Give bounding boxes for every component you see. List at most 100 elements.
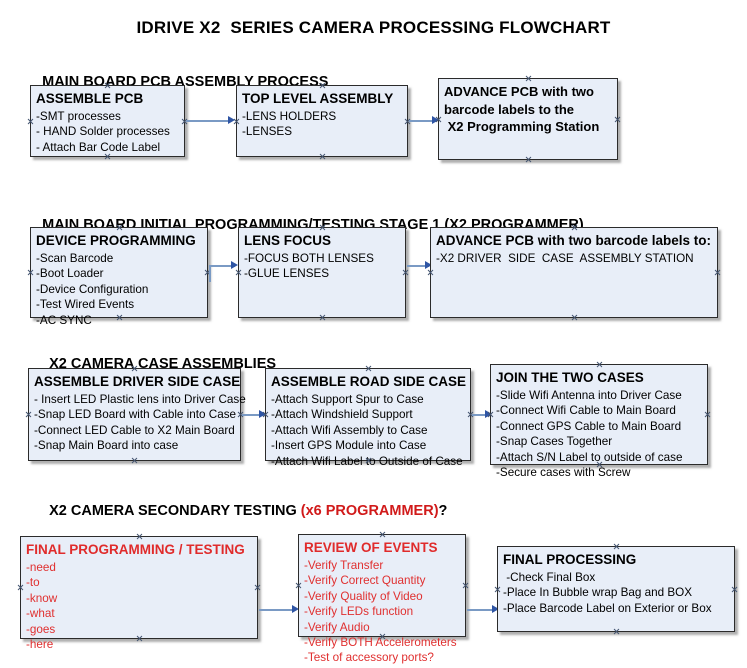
node-body: ADVANCE PCB with two barcode labels to: … <box>431 228 717 268</box>
node-assemble-pcb[interactable]: ASSEMBLE PCB -SMT processes - HAND Solde… <box>30 85 185 157</box>
node-line: -Verify Quality of Video <box>304 589 423 603</box>
node-assemble-driver-side-case[interactable]: ASSEMBLE DRIVER SIDE CASE - Insert LED P… <box>28 368 246 464</box>
connector-2a <box>209 265 235 267</box>
node-body: DEVICE PROGRAMMING -Scan Barcode -Boot L… <box>31 228 207 330</box>
node-line: -to <box>26 576 40 590</box>
node-line: -Boot Loader <box>36 267 104 281</box>
node-line: -Snap LED Board with Cable into Case <box>34 408 237 422</box>
page-title: IDRIVE X2 SERIES CAMERA PROCESSING FLOWC… <box>136 18 611 37</box>
node-assemble-road-side-case[interactable]: ASSEMBLE ROAD SIDE CASE -Attach Support … <box>265 368 471 468</box>
node-final-processing[interactable]: FINAL PROCESSING -Check Final Box -Place… <box>497 546 735 632</box>
node-review-of-events[interactable]: REVIEW OF EVENTS -Verify Transfer -Verif… <box>298 534 466 664</box>
node-title: ASSEMBLE DRIVER SIDE CASE <box>34 374 241 389</box>
node-line: -Verify Transfer <box>304 558 384 572</box>
connector-1a <box>186 120 231 122</box>
arrowhead-4a <box>292 605 299 613</box>
node-line: X2 Programming Station <box>444 119 600 135</box>
connector-2b <box>407 265 429 267</box>
section-heading-4-text: X2 CAMERA SECONDARY TESTING <box>49 503 301 519</box>
node-line: -Attach Support Spur to Case <box>271 392 424 406</box>
node-line: -Verify LEDs function <box>304 605 414 619</box>
node-body: TOP LEVEL ASSEMBLY -LENS HOLDERS -LENSES <box>237 86 407 142</box>
arrowhead-4b <box>492 605 499 613</box>
node-final-programming-testing[interactable]: FINAL PROGRAMMING / TESTING -need -to -k… <box>20 536 258 651</box>
node-advance-pcb-2[interactable]: ADVANCE PCB with two barcode labels to: … <box>430 227 718 318</box>
node-line: -Connect LED Cable to X2 Main Board <box>34 423 235 437</box>
arrowhead-3a <box>259 410 266 418</box>
node-line: barcode labels to the <box>444 102 575 118</box>
node-line: -Snap Cases Together <box>496 435 613 449</box>
node-title: LENS FOCUS <box>244 233 332 248</box>
node-line: -SMT processes <box>36 109 121 123</box>
node-title: REVIEW OF EVENTS <box>304 540 438 555</box>
connection-handle-right[interactable] <box>714 269 721 276</box>
node-line: -here <box>26 638 54 651</box>
node-body: FINAL PROGRAMMING / TESTING -need -to -k… <box>21 537 257 654</box>
arrowhead-2a <box>231 261 238 269</box>
arrowhead-2b <box>425 261 432 269</box>
node-line: -Device Configuration <box>36 282 149 296</box>
node-line: -Snap Main Board into case <box>34 439 179 453</box>
node-line: -Secure cases with Screw <box>496 466 631 479</box>
node-device-programming[interactable]: DEVICE PROGRAMMING -Scan Barcode -Boot L… <box>30 227 208 327</box>
connection-handle-bottom[interactable] <box>319 314 326 321</box>
node-title: ADVANCE PCB with two barcode labels to: <box>436 233 712 248</box>
node-body: JOIN THE TWO CASES -Slide Wifi Antenna i… <box>491 365 707 482</box>
node-line: -LENSES <box>242 125 293 139</box>
node-title: DEVICE PROGRAMMING <box>36 233 196 248</box>
node-title: TOP LEVEL ASSEMBLY <box>242 91 394 106</box>
node-title: JOIN THE TWO CASES <box>496 370 644 385</box>
connector-1b <box>409 120 437 122</box>
node-line: -Connect Wifi Cable to Main Board <box>496 404 676 418</box>
node-title: ASSEMBLE ROAD SIDE CASE <box>271 374 467 389</box>
node-body: ASSEMBLE DRIVER SIDE CASE - Insert LED P… <box>29 369 246 456</box>
connection-handle-left[interactable] <box>427 269 434 276</box>
node-line: -LENS HOLDERS <box>242 109 337 123</box>
connection-handle-bottom[interactable] <box>613 628 620 635</box>
node-line: -Check Final Box <box>503 570 596 584</box>
node-line: -GLUE LENSES <box>244 267 330 281</box>
node-line: -Attach Wifi Assembly to Case <box>271 423 428 437</box>
node-line: -X2 DRIVER SIDE CASE ASSEMBLY STATION <box>436 251 694 265</box>
section-heading-4-tail: ? <box>438 503 448 519</box>
node-body: LENS FOCUS -FOCUS BOTH LENSES -GLUE LENS… <box>239 228 405 284</box>
node-body: ASSEMBLE PCB -SMT processes - HAND Solde… <box>31 86 184 157</box>
node-body: REVIEW OF EVENTS -Verify Transfer -Verif… <box>299 535 465 668</box>
node-lens-focus[interactable]: LENS FOCUS -FOCUS BOTH LENSES -GLUE LENS… <box>238 227 406 318</box>
node-line: -Verify Correct Quantity <box>304 574 426 588</box>
arrowhead-3b <box>485 410 492 418</box>
node-title: ADVANCE PCB with two <box>444 84 594 99</box>
node-line: -Test Wired Events <box>36 298 135 312</box>
arrowhead-1a <box>228 116 235 124</box>
section-heading-4-accent: (x6 PROGRAMMER) <box>300 503 439 519</box>
node-join-the-two-cases[interactable]: JOIN THE TWO CASES -Slide Wifi Antenna i… <box>490 364 708 479</box>
node-line: -Slide Wifi Antenna into Driver Case <box>496 388 682 402</box>
node-advance-pcb-1[interactable]: ADVANCE PCB with two barcode labels to t… <box>438 78 618 160</box>
arrowhead-1b <box>432 116 439 124</box>
node-line: -what <box>26 607 55 621</box>
node-line: -Scan Barcode <box>36 251 114 265</box>
connection-handle-bottom[interactable] <box>319 153 326 160</box>
node-line: -Attach Windshield Support <box>271 408 413 422</box>
node-body: ASSEMBLE ROAD SIDE CASE -Attach Support … <box>266 369 470 471</box>
node-line: -AC SYNC <box>36 313 92 327</box>
connector-4b <box>467 609 495 611</box>
node-body: FINAL PROCESSING -Check Final Box -Place… <box>498 547 734 618</box>
connection-handle-bottom[interactable] <box>525 156 532 163</box>
node-line: -FOCUS BOTH LENSES <box>244 251 374 265</box>
node-line: -goes <box>26 622 56 636</box>
node-line: -need <box>26 560 56 574</box>
connection-handle-bottom[interactable] <box>131 457 138 464</box>
node-line: -Insert GPS Module into Case <box>271 439 427 453</box>
node-top-level-assembly[interactable]: TOP LEVEL ASSEMBLY -LENS HOLDERS -LENSES <box>236 85 408 157</box>
node-line: - HAND Solder processes <box>36 125 170 139</box>
node-title: FINAL PROCESSING <box>503 552 637 567</box>
node-title: ASSEMBLE PCB <box>36 91 144 106</box>
node-line: -Connect GPS Cable to Main Board <box>496 419 682 433</box>
node-line: -Verify Audio <box>304 620 370 634</box>
node-line: -Attach S/N Label to outside of case <box>496 450 683 464</box>
connector-3a <box>242 414 264 416</box>
connection-handle-bottom[interactable] <box>571 314 578 321</box>
node-line: -Verify BOTH Accelerometers <box>304 636 457 649</box>
